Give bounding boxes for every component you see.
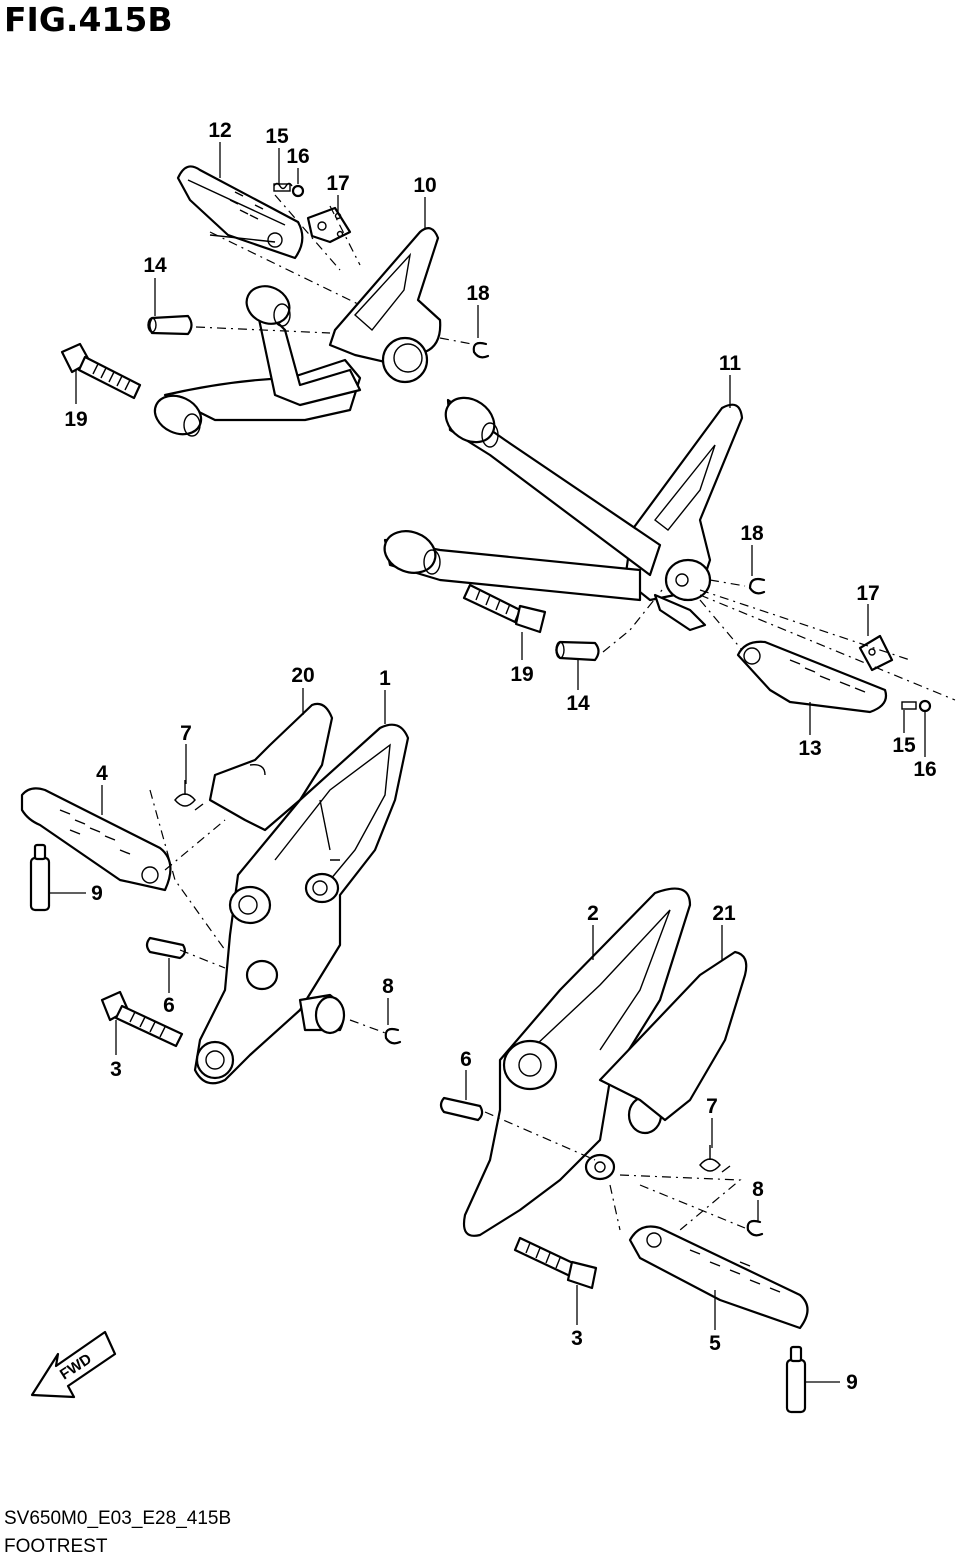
- part-8-clip-right: [746, 1219, 764, 1237]
- part-15-spring-right: [901, 701, 917, 710]
- part-14-pin-top: [147, 314, 193, 336]
- part-18-clip-right: [748, 577, 766, 595]
- fwd-arrow-icon: FWD: [30, 1330, 117, 1399]
- callout-18-right: 18: [740, 522, 764, 545]
- callout-15: 15: [265, 125, 289, 148]
- figure-title: FIG.415B: [4, 0, 173, 39]
- part-13-footpeg: [736, 640, 888, 714]
- part-2-bracket: [462, 887, 692, 1237]
- part-5-footpeg: [628, 1225, 809, 1330]
- callout-3: 3: [110, 1058, 122, 1081]
- part-3-bolt-right: [513, 1236, 598, 1290]
- callout-6: 6: [163, 994, 175, 1017]
- callout-13: 13: [798, 737, 821, 760]
- part-17-plate-top: [306, 206, 352, 244]
- part-17-plate-right: [858, 634, 894, 672]
- callout-8-right: 8: [752, 1178, 764, 1201]
- callout-leaders: [49, 142, 926, 1383]
- part-18-clip-top: [472, 341, 490, 359]
- part-15-spring-top: [273, 182, 293, 192]
- part-12-footpeg: [176, 165, 304, 260]
- callout-21: 21: [712, 902, 736, 925]
- callout-19: 19: [64, 408, 87, 431]
- callout-14: 14: [143, 254, 167, 277]
- callout-6-right: 6: [460, 1048, 472, 1071]
- part-16-ball-top: [291, 184, 305, 198]
- callout-9-right: 9: [846, 1371, 858, 1394]
- part-16-ball-right: [918, 699, 932, 713]
- part-19-bolt-right: [462, 583, 547, 634]
- part-3-bolt-left: [100, 990, 184, 1048]
- diagram-code: SV650M0_E03_E28_415B: [4, 1508, 232, 1529]
- callout-18: 18: [466, 282, 490, 305]
- callout-7-right: 7: [706, 1095, 718, 1118]
- callout-20: 20: [291, 664, 314, 687]
- callout-3-right: 3: [571, 1327, 583, 1350]
- callout-16-right: 16: [913, 758, 936, 781]
- callout-12: 12: [208, 119, 231, 142]
- part-1-bracket: [193, 723, 410, 1085]
- callout-10: 10: [413, 174, 436, 197]
- part-7-spring-left: [174, 780, 204, 811]
- part-11-bracket: [383, 396, 744, 632]
- part-6-pin-left: [145, 936, 187, 960]
- part-9-pin-left: [29, 843, 51, 912]
- part-14-pin-right: [555, 640, 600, 662]
- callout-9: 9: [91, 882, 103, 905]
- part-8-clip-left: [384, 1027, 402, 1045]
- part-6-pin-right: [439, 1096, 484, 1122]
- callout-14-right: 14: [566, 692, 590, 715]
- callout-5: 5: [709, 1332, 721, 1355]
- callout-7: 7: [180, 722, 192, 745]
- callout-15-right: 15: [892, 734, 916, 757]
- diagram-caption: FOOTREST: [4, 1536, 108, 1557]
- part-19-bolt-top: [60, 342, 142, 400]
- callout-17-right: 17: [856, 582, 879, 605]
- part-10-bracket: [153, 227, 442, 437]
- part-20-heel-guard: [208, 702, 334, 832]
- callout-19-right: 19: [510, 663, 533, 686]
- callout-16: 16: [286, 145, 309, 168]
- callout-2: 2: [587, 902, 599, 925]
- callout-11: 11: [719, 352, 742, 375]
- callout-17: 17: [326, 172, 349, 195]
- callout-8: 8: [382, 975, 394, 998]
- callout-numbers: 12 15 16 17 10 14 18 19 11 18 17 19 14 1…: [64, 119, 936, 1394]
- part-9-pin-right: [785, 1345, 807, 1414]
- callout-4: 4: [96, 762, 108, 785]
- part-21-heel-guard: [598, 950, 748, 1122]
- callout-1: 1: [379, 667, 391, 690]
- part-7-spring-right: [699, 1145, 731, 1173]
- part-4-footpeg: [20, 787, 172, 892]
